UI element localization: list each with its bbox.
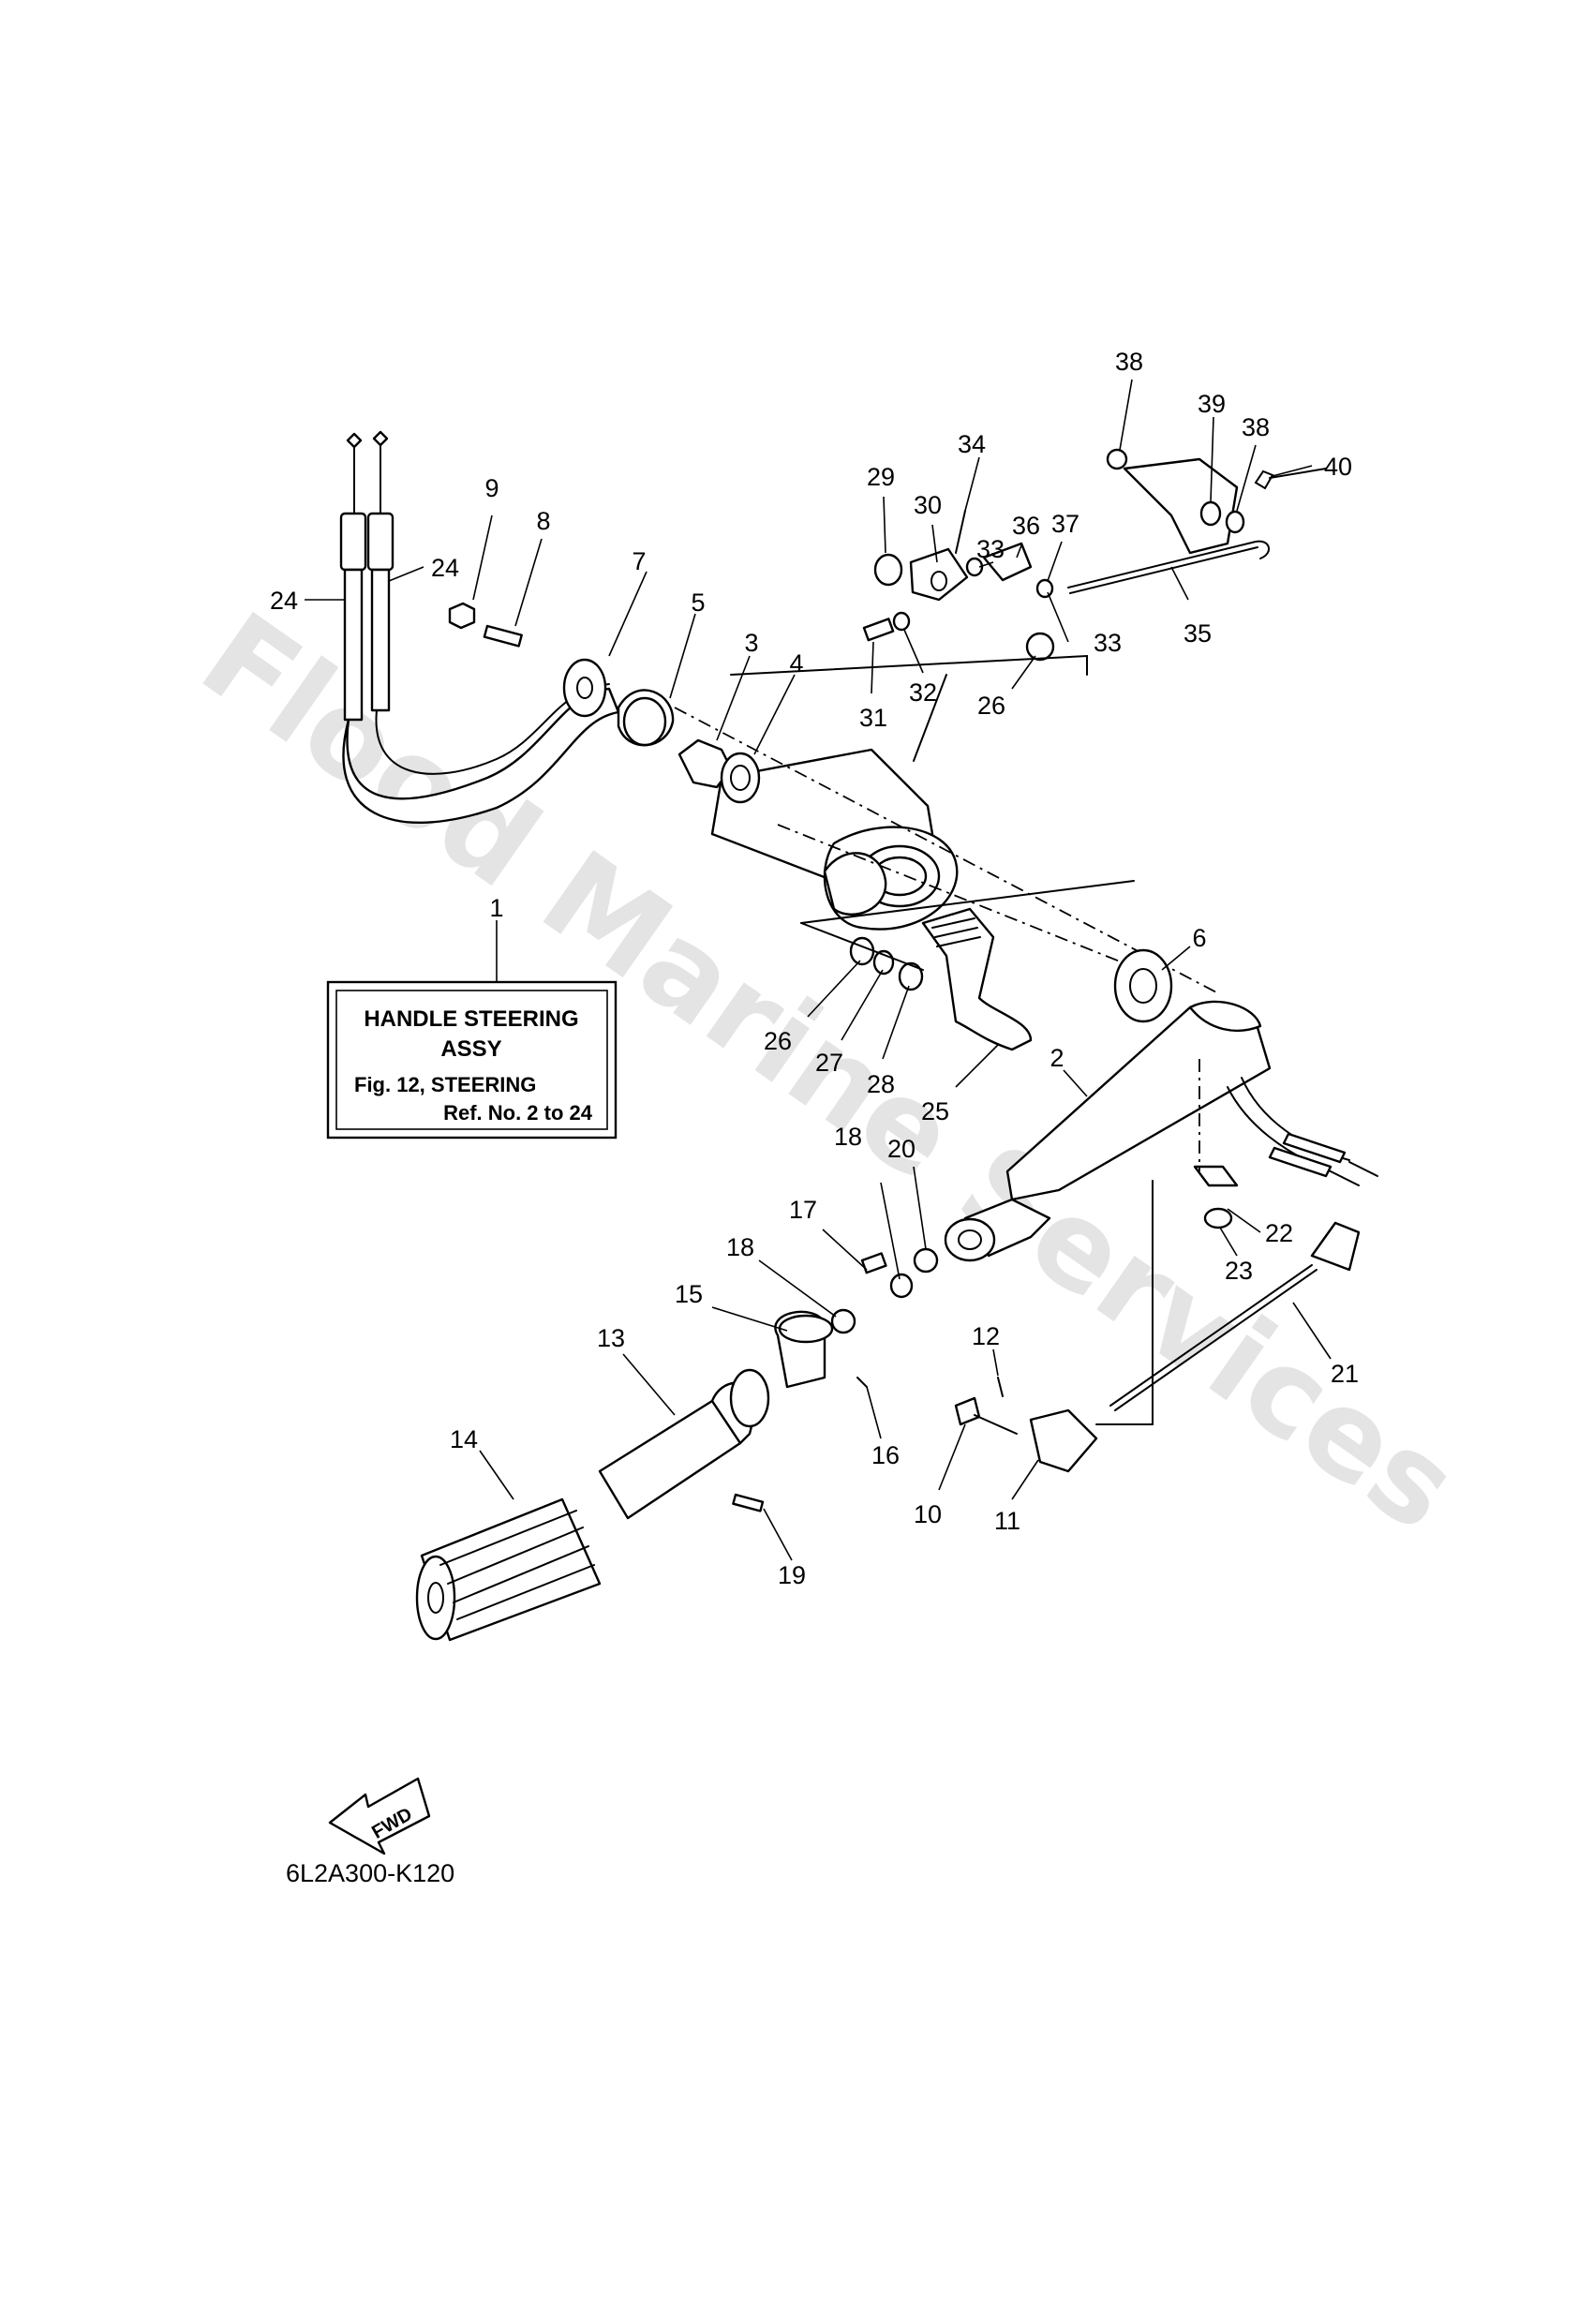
callout-8: 8 <box>536 507 550 535</box>
callout-17: 17 <box>789 1196 817 1224</box>
drawing-code: 6L2A300-K120 <box>286 1859 454 1887</box>
callout-6: 6 <box>1192 924 1206 952</box>
callout-19: 19 <box>778 1561 806 1589</box>
label-box-line4: Ref. No. 2 to 24 <box>443 1101 593 1125</box>
fwd-arrow: FWD <box>328 1777 431 1855</box>
callout-38a: 38 <box>1115 348 1143 376</box>
callout-4: 4 <box>789 649 803 678</box>
callout-27: 27 <box>815 1049 843 1077</box>
callout-28: 28 <box>867 1070 895 1098</box>
callout-15: 15 <box>675 1280 703 1308</box>
callout-36: 36 <box>1012 512 1040 540</box>
shift-linkage <box>730 448 1327 971</box>
callouts: 1 2 3 4 5 6 7 8 9 10 11 12 13 14 15 16 1… <box>270 348 1359 1589</box>
callout-10: 10 <box>914 1500 942 1528</box>
callout-38b: 38 <box>1242 413 1270 441</box>
callout-34: 34 <box>958 430 986 458</box>
callout-13: 13 <box>597 1324 625 1352</box>
leader-lines <box>305 379 1332 1561</box>
shaft-parts-left <box>448 602 761 804</box>
callout-24a: 24 <box>270 587 298 615</box>
callout-3: 3 <box>744 629 758 657</box>
callout-39: 39 <box>1198 390 1226 418</box>
assembly-label-box: HANDLE STEERING ASSY Fig. 12, STEERING R… <box>326 920 618 1140</box>
callout-14: 14 <box>450 1425 478 1453</box>
callout-12: 12 <box>972 1322 1000 1350</box>
callout-20: 20 <box>887 1135 916 1163</box>
label-box-line2: ASSY <box>440 1036 501 1062</box>
callout-33b: 33 <box>1094 629 1122 657</box>
callout-24b: 24 <box>431 554 459 582</box>
callout-40: 40 <box>1324 453 1352 481</box>
callout-37: 37 <box>1051 510 1079 538</box>
callout-9: 9 <box>484 474 499 502</box>
callout-23: 23 <box>1225 1257 1253 1285</box>
callout-18b: 18 <box>726 1233 754 1261</box>
callout-30: 30 <box>914 491 942 519</box>
callout-33a: 33 <box>976 535 1005 563</box>
tiller-assembly <box>674 707 1378 1262</box>
callout-7: 7 <box>632 547 646 575</box>
callout-11: 11 <box>994 1507 1020 1535</box>
callout-32: 32 <box>909 678 937 707</box>
callout-5: 5 <box>691 588 705 617</box>
callout-26a: 26 <box>764 1027 792 1055</box>
callout-31: 31 <box>859 704 887 732</box>
callout-35: 35 <box>1184 619 1212 648</box>
callout-25: 25 <box>921 1097 949 1125</box>
callout-22: 22 <box>1265 1219 1293 1247</box>
callout-26b: 26 <box>977 692 1005 720</box>
callout-21: 21 <box>1331 1360 1359 1388</box>
steering-friction-parts <box>954 1059 1361 1473</box>
callout-16: 16 <box>871 1441 900 1469</box>
label-box-line1: HANDLE STEERING <box>364 1006 578 1032</box>
callout-29: 29 <box>867 463 895 491</box>
callout-2: 2 <box>1050 1044 1064 1072</box>
label-box-line3: Fig. 12, STEERING <box>354 1073 536 1096</box>
callout-1: 1 <box>489 894 503 922</box>
callout-18a: 18 <box>834 1123 862 1151</box>
shift-lever <box>849 907 1033 1051</box>
